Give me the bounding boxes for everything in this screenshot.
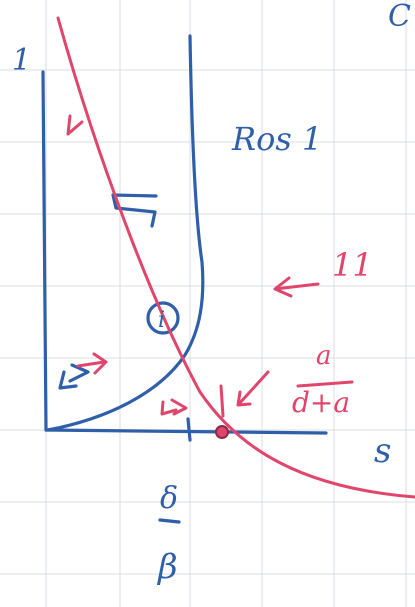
- x-tick: [186, 417, 192, 442]
- red-fraction-denominator: d+a: [292, 386, 350, 419]
- x-axis: [44, 428, 328, 435]
- region-label: i: [158, 308, 165, 333]
- red-fraction-numerator: a: [316, 341, 332, 371]
- blue-arrow-left: [58, 363, 90, 390]
- red-arrow-top: [66, 114, 84, 136]
- region-circle: [146, 301, 180, 335]
- diagram-title: Ros 1: [231, 120, 322, 158]
- corner-label: C: [388, 0, 411, 34]
- red-ink: [56, 16, 415, 499]
- red-arrow-region-right: [76, 352, 108, 375]
- red-pointer-arrow: [236, 370, 270, 407]
- red-arrow-left: [273, 276, 320, 298]
- y-axis-top-label: 1: [12, 43, 31, 78]
- blue-fraction-numerator: δ: [160, 481, 178, 516]
- x-axis-label: s: [374, 431, 391, 471]
- red-curve-label: 11: [332, 246, 373, 284]
- equilibrium-point: [215, 425, 229, 439]
- blue-nullcline-curve: [46, 34, 205, 432]
- blue-ink: [41, 34, 328, 524]
- red-arrow-bottom: [160, 398, 188, 416]
- red-tick: [219, 384, 225, 418]
- red-nullcline-curve: [56, 16, 415, 499]
- blue-arrow-top: [111, 193, 158, 228]
- y-axis: [41, 70, 48, 432]
- fraction-bar-red: [296, 380, 354, 388]
- fraction-bar-blue: [158, 518, 181, 524]
- blue-fraction-denominator: β: [156, 547, 178, 587]
